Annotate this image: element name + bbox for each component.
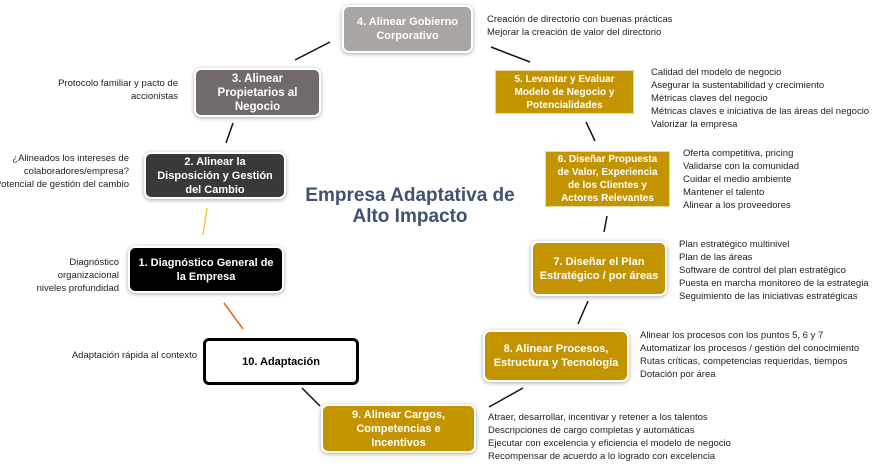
step-1-box: 1. Diagnóstico General de la Empresa xyxy=(128,246,284,293)
note: Plan estratégico multinivel xyxy=(679,239,790,250)
note: Adaptación rápida al contexto xyxy=(71,350,197,361)
note: Ejecutar con excelencia y eficiencia el … xyxy=(488,438,731,449)
note: Cuidar el medio ambiente xyxy=(683,174,792,185)
note: Atraer, desarrollar, incentivar y retene… xyxy=(488,412,708,423)
step-8-notes: Alinear los procesos con los puntos 5, 6… xyxy=(640,329,859,381)
step-5-notes: Calidad del modelo de negocio Asegurar l… xyxy=(651,66,869,131)
note: Asegurar la sustentabilidad y crecimient… xyxy=(651,80,825,91)
step-4-box: 4. Alinear Gobierno Corporativo xyxy=(342,5,473,53)
note: Puesta en marcha monitoreo de la estrate… xyxy=(679,278,869,289)
step-9-notes: Atraer, desarrollar, incentivar y retene… xyxy=(488,411,731,463)
note: Alinear los procesos con los puntos 5, 6… xyxy=(640,330,824,341)
step-4-notes: Creación de directorio con buenas prácti… xyxy=(487,13,672,39)
note: Diagnóstico xyxy=(69,257,119,268)
note: Automatizar los procesos / gestión del c… xyxy=(640,343,860,354)
note: Alinear a los proveedores xyxy=(683,200,791,211)
note: Plan de las áreas xyxy=(679,252,753,263)
note: Creación de directorio con buenas prácti… xyxy=(487,14,673,25)
connector-1-10 xyxy=(223,302,244,330)
note: Software de control del plan estratégico xyxy=(679,265,846,276)
step-6-notes: Oferta competitiva, pricing Validarse co… xyxy=(683,147,799,212)
step-10-notes: Adaptación rápida al contexto xyxy=(72,349,197,362)
note: Protocolo familiar y pacto de xyxy=(58,78,178,89)
diagram-title: Empresa Adaptativa de Alto Impacto xyxy=(305,185,515,227)
note: Recompensar de acuerdo a lo logrado con … xyxy=(488,451,716,462)
connector-9-8 xyxy=(488,387,524,408)
connector-2-1 xyxy=(202,207,208,236)
connector-10-9 xyxy=(301,387,321,407)
note: Validarse con la comunidad xyxy=(683,161,800,172)
step-2-box: 2. Alinear la Disposición y Gestión del … xyxy=(144,152,286,199)
note: Seguimiento de las iniciativas estratégi… xyxy=(679,291,858,302)
step-7-box: 7. Diseñar el Plan Estratégico / por áre… xyxy=(531,241,667,296)
note: Calidad del modelo de negocio xyxy=(651,67,782,78)
note: Potencial de gestión del cambio xyxy=(0,179,129,190)
note: Mejorar la creación de valor del directo… xyxy=(487,27,662,38)
note: Métricas claves del negocio xyxy=(651,93,768,104)
note: Oferta competitiva, pricing xyxy=(683,148,794,159)
note: Mantener el talento xyxy=(683,187,765,198)
note: Métricas claves e iniciativa de las área… xyxy=(651,106,870,117)
connector-4-3 xyxy=(294,41,331,61)
connector-3-2 xyxy=(225,122,234,144)
step-1-notes: Diagnóstico organizacional niveles profu… xyxy=(37,256,119,295)
note: Valorizar la empresa xyxy=(651,119,738,130)
note: accionistas xyxy=(131,91,178,102)
step-9-box: 9. Alinear Cargos, Competencias e Incent… xyxy=(321,404,476,453)
note: Descripciones de cargo completas y autom… xyxy=(488,425,695,436)
step-3-box: 3. Alinear Propietarios al Negocio xyxy=(194,68,321,117)
connector-8-7 xyxy=(577,300,589,325)
note: Rutas críticas, competencias requeridas,… xyxy=(640,356,848,367)
connector-6-5 xyxy=(585,121,596,142)
note: organizacional xyxy=(57,270,119,281)
step-2-notes: ¿Alineados los intereses de colaboradore… xyxy=(0,152,129,191)
step-7-notes: Plan estratégico multinivel Plan de las … xyxy=(679,238,869,303)
step-10-box: 10. Adaptación xyxy=(203,338,359,385)
step-3-notes: Protocolo familiar y pacto de accionista… xyxy=(58,77,178,103)
step-8-box: 8. Alinear Procesos, Estructura y Tecnol… xyxy=(483,330,629,382)
note: ¿Alineados los intereses de xyxy=(12,153,129,164)
note: Dotación por área xyxy=(640,369,716,380)
note: colaboradores/empresa? xyxy=(23,166,129,177)
connector-7-6 xyxy=(603,215,608,233)
note: niveles profundidad xyxy=(36,283,119,294)
connector-5-4 xyxy=(490,46,531,63)
step-5-box: 5. Levantar y Evaluar Modelo de Negocio … xyxy=(495,70,634,114)
step-6-box: 6. Diseñar Propuesta de Valor, Experienc… xyxy=(545,151,670,207)
